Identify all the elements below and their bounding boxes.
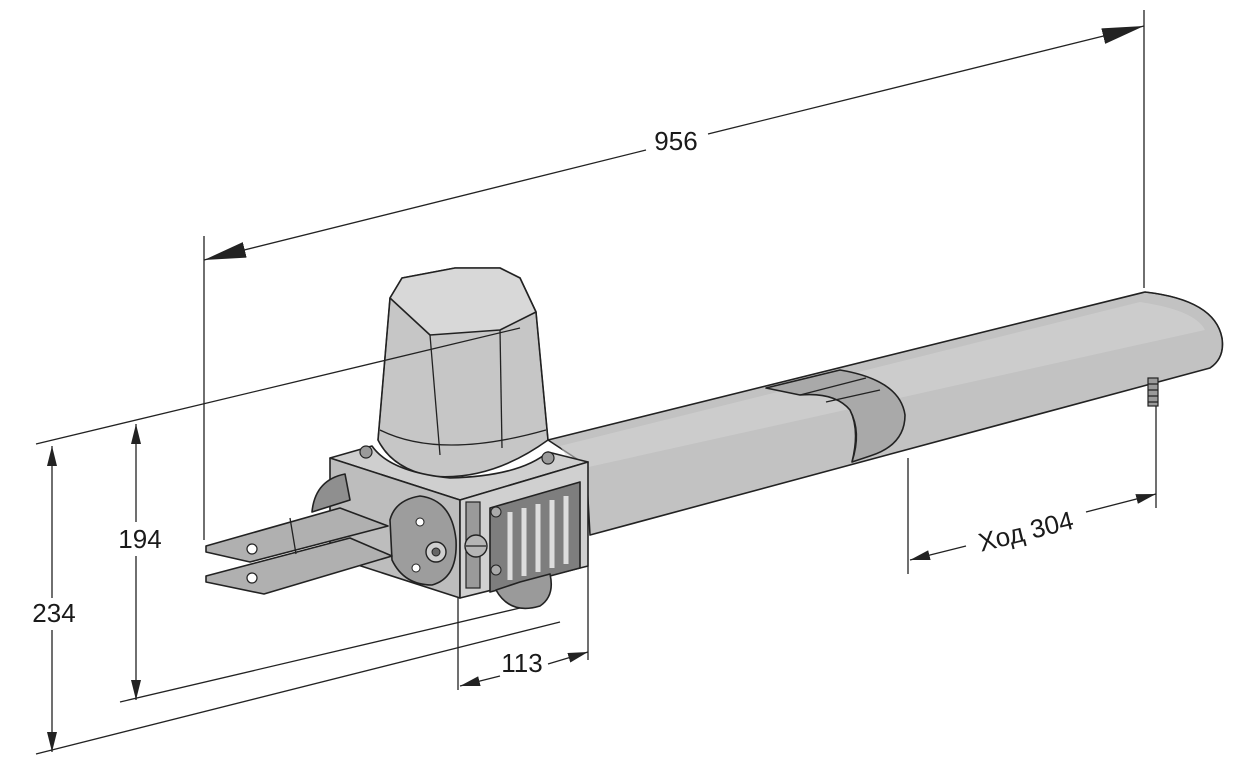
side-bracket bbox=[311, 473, 457, 586]
dimension-113-label: 113 bbox=[501, 648, 542, 678]
extension-line-234-bottom bbox=[35, 621, 561, 755]
drive-pulley bbox=[495, 573, 553, 610]
dim-line-113-b bbox=[547, 651, 589, 665]
dimension-194-label: 194 bbox=[118, 524, 161, 554]
dimension-956-label: 956 bbox=[654, 126, 697, 156]
dimension-motor-width: 113 bbox=[457, 566, 589, 690]
dim-line-956-a bbox=[203, 149, 647, 261]
dimension-overall-length: 956 bbox=[203, 10, 1145, 540]
extension-line-234-top bbox=[35, 327, 521, 445]
dimension-height-total: 234 bbox=[32, 327, 561, 755]
cooling-fins bbox=[464, 481, 581, 593]
tube-clamp-band bbox=[765, 369, 906, 463]
dimension-234-label: 234 bbox=[32, 598, 75, 628]
dimension-stroke-label: Ход 304 bbox=[975, 505, 1076, 558]
dimension-height-inner: 194 bbox=[118, 424, 521, 703]
mounting-fork bbox=[205, 507, 393, 595]
dim-line-956-b bbox=[707, 25, 1145, 135]
motor-cover bbox=[377, 267, 549, 478]
end-screw bbox=[1147, 377, 1159, 407]
dim-line-113-a bbox=[459, 675, 501, 687]
dim-line-stroke-b bbox=[1085, 493, 1157, 513]
extension-line-194-bottom bbox=[119, 607, 521, 703]
dim-line-stroke-a bbox=[909, 545, 967, 561]
